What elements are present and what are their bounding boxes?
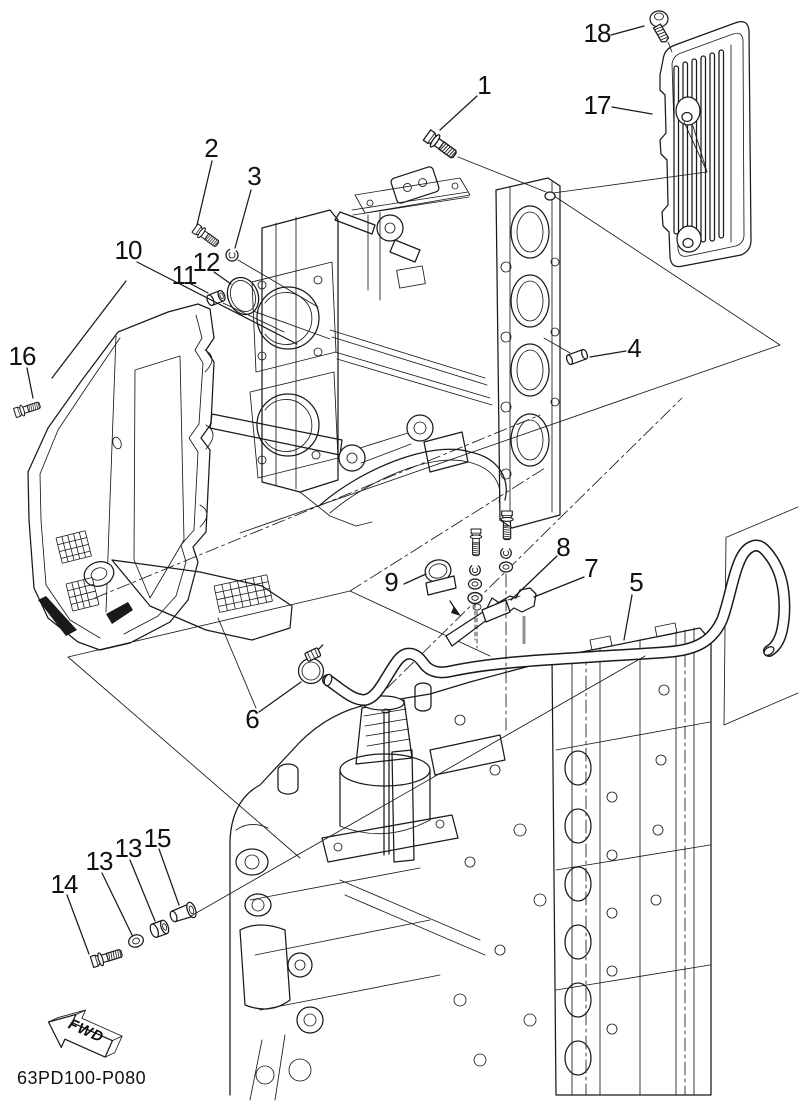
callout-6: 6 bbox=[245, 704, 260, 734]
callout-16: 16 bbox=[8, 341, 37, 371]
callout-9: 9 bbox=[384, 567, 399, 597]
callout-1: 1 bbox=[477, 70, 492, 100]
part-8-bracket-plate bbox=[481, 599, 511, 623]
part-1-bolt bbox=[422, 128, 460, 162]
part-4-dowel-pin bbox=[565, 348, 589, 366]
part-11-collar bbox=[206, 289, 226, 307]
part-3-clip-ring bbox=[225, 248, 239, 262]
breather-hose-drawing bbox=[322, 539, 791, 706]
callout-4: 4 bbox=[627, 333, 642, 363]
callout-2: 2 bbox=[204, 133, 219, 163]
leader-lines bbox=[26, 25, 708, 955]
callout-14: 14 bbox=[50, 869, 79, 899]
part-6-hose-clamp bbox=[297, 644, 325, 685]
callout-7: 7 bbox=[584, 553, 599, 583]
callout-8: 8 bbox=[556, 532, 571, 562]
part-13-washer bbox=[128, 934, 144, 948]
callout-5: 5 bbox=[629, 567, 644, 597]
intake-silencer-drawing bbox=[27, 303, 469, 651]
part-code: 63PD100-P080 bbox=[17, 1068, 147, 1088]
part-15-spacer bbox=[169, 901, 197, 923]
panel-outlines bbox=[67, 191, 799, 859]
bracket-fastener-stack-right bbox=[497, 510, 515, 731]
callout-18: 18 bbox=[583, 18, 612, 48]
part-14-bolt bbox=[89, 946, 125, 969]
hardware-parts bbox=[12, 10, 673, 969]
callout-13a: 13 bbox=[85, 846, 114, 876]
part-16-bolt bbox=[12, 399, 42, 419]
part-12-o-ring bbox=[226, 276, 260, 316]
cover-plate-drawing bbox=[659, 21, 752, 268]
fwd-arrow bbox=[47, 1009, 123, 1058]
part-18-screw bbox=[649, 10, 673, 53]
callout-11: 11 bbox=[171, 260, 198, 290]
part-13-collar bbox=[149, 919, 170, 939]
cylinder-block-drawing bbox=[229, 622, 712, 1101]
part-2-bolt bbox=[190, 222, 222, 250]
callout-17: 17 bbox=[583, 90, 612, 120]
callout-15: 15 bbox=[143, 823, 172, 853]
callout-3: 3 bbox=[247, 161, 262, 191]
intake-manifold-drawing bbox=[249, 166, 561, 529]
part-9-clamp bbox=[424, 559, 499, 649]
bracket-fastener-stack-left bbox=[466, 528, 484, 641]
callout-12: 12 bbox=[192, 247, 221, 277]
callout-13b: 13 bbox=[114, 833, 143, 863]
callout-10: 10 bbox=[114, 235, 143, 265]
